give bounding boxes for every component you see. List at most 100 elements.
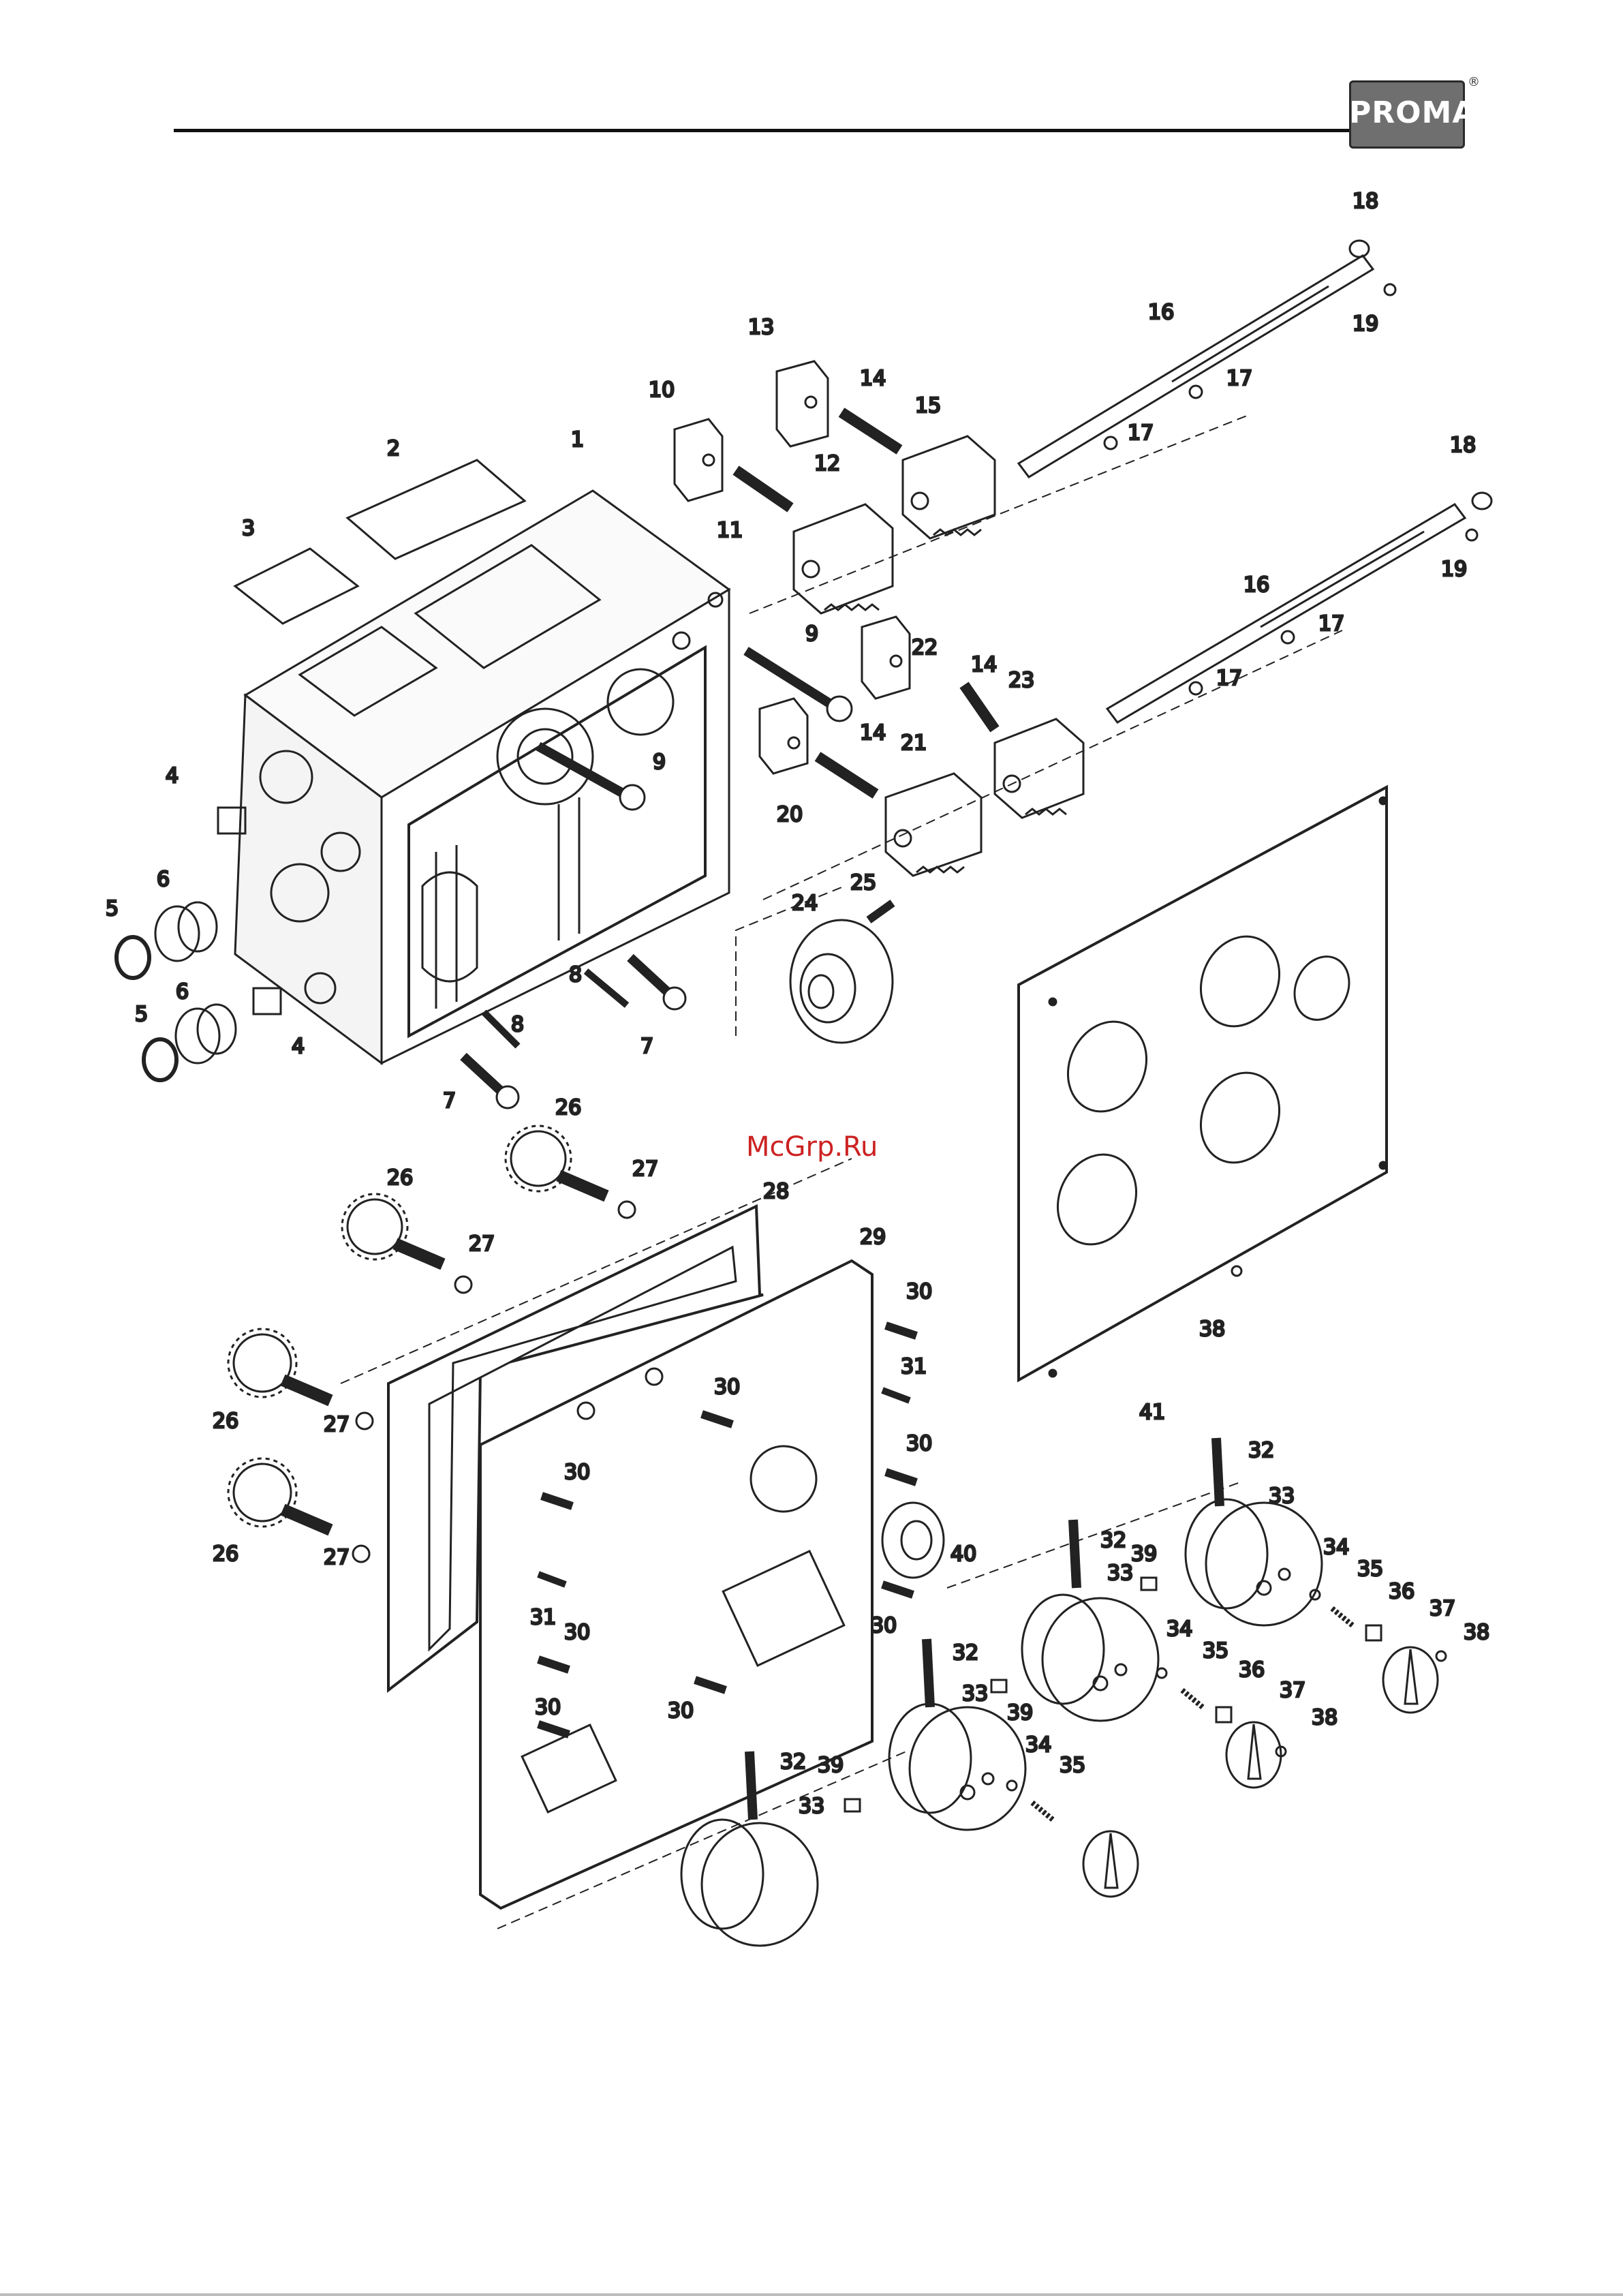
- knob-33-a: [1186, 1438, 1322, 1625]
- callout-27: 27: [324, 1413, 350, 1437]
- callout-25: 25: [850, 871, 876, 895]
- screw-38-a: [1436, 1651, 1446, 1661]
- callout-17: 17: [1318, 612, 1344, 636]
- callout-30: 30: [714, 1375, 740, 1399]
- dial-37-c: [1083, 1831, 1138, 1897]
- callout-36: 36: [1389, 1580, 1415, 1604]
- callout-7: 7: [443, 1089, 456, 1113]
- gear-26-a: [506, 1126, 606, 1196]
- callout-1: 1: [571, 428, 584, 452]
- ring-18-lower: [1472, 493, 1491, 509]
- callout-13: 13: [748, 316, 774, 339]
- callout-32: 32: [780, 1750, 806, 1774]
- washer-27-b: [455, 1276, 472, 1293]
- gear-26-d: [228, 1458, 330, 1530]
- bush-lower: [176, 1005, 236, 1063]
- callout-4: 4: [166, 764, 179, 788]
- screw-17-c: [1282, 631, 1294, 643]
- fork-block-20: [760, 699, 807, 774]
- pinion-40: [882, 1503, 944, 1578]
- callout-14: 14: [860, 367, 886, 391]
- callout-28: 28: [763, 1180, 789, 1204]
- top-cover-plate: [347, 460, 525, 559]
- callout-17: 17: [1128, 421, 1154, 445]
- callout-29: 29: [860, 1225, 886, 1249]
- screw-36-a: [1366, 1625, 1381, 1640]
- callout-14: 14: [860, 721, 886, 745]
- screw-30-a: [886, 1326, 916, 1336]
- gear-26-c: [228, 1329, 330, 1400]
- callout-27: 27: [632, 1157, 658, 1181]
- callout-30: 30: [564, 1621, 590, 1644]
- plug-39-a: [1141, 1578, 1156, 1590]
- screw-30-e: [882, 1585, 913, 1595]
- fork-block-10: [675, 419, 722, 501]
- screw-38-c: [1232, 1266, 1241, 1276]
- rack-block-15: [903, 436, 995, 538]
- callout-10: 10: [649, 378, 675, 402]
- callout-31: 31: [530, 1606, 556, 1629]
- pin-14-upper: [841, 412, 899, 450]
- callout-3: 3: [242, 517, 255, 540]
- spring-35-c: [1032, 1803, 1053, 1820]
- callout-26: 26: [555, 1096, 581, 1120]
- callout-30: 30: [668, 1699, 694, 1723]
- watermark-text: McGrp.Ru: [746, 1131, 878, 1163]
- screw-17-b: [1104, 437, 1117, 449]
- shift-rod-upper: [1019, 256, 1373, 477]
- callout-21: 21: [901, 731, 927, 755]
- ball-19-upper: [1385, 284, 1395, 295]
- o-ring-lower: [144, 1039, 176, 1080]
- callout-9: 9: [653, 750, 666, 774]
- ring-18-upper: [1350, 241, 1369, 257]
- callout-19: 19: [1352, 312, 1378, 336]
- callout-27: 27: [324, 1546, 350, 1570]
- callout-2: 2: [387, 437, 400, 461]
- dial-37-b: [1226, 1722, 1281, 1788]
- knob-33-c: [889, 1639, 1025, 1830]
- callout-27: 27: [469, 1232, 495, 1256]
- callout-38: 38: [1312, 1706, 1338, 1730]
- callout-33: 33: [962, 1682, 988, 1706]
- callout-32: 32: [1248, 1439, 1274, 1463]
- callout-24: 24: [792, 891, 818, 915]
- callout-12: 12: [814, 452, 840, 476]
- callout-20: 20: [777, 803, 803, 827]
- callout-8: 8: [569, 963, 582, 987]
- cap-screw-lower: [463, 1056, 519, 1108]
- callout-37: 37: [1429, 1597, 1455, 1621]
- rack-block-12: [794, 504, 893, 613]
- gear-26-b: [342, 1194, 443, 1264]
- pin-14-middle: [964, 685, 995, 729]
- callout-23: 23: [1008, 669, 1034, 692]
- callout-8: 8: [511, 1013, 524, 1037]
- callout-38: 38: [1464, 1621, 1489, 1644]
- callout-19: 19: [1441, 557, 1467, 581]
- fork-block-13: [777, 361, 828, 446]
- callout-30: 30: [564, 1460, 590, 1484]
- callout-34: 34: [1166, 1617, 1192, 1641]
- washer-27-d: [353, 1546, 369, 1562]
- small-cover-plate: [235, 549, 358, 624]
- callout-36: 36: [1239, 1658, 1265, 1682]
- callout-30: 30: [871, 1614, 897, 1638]
- pin-11: [736, 470, 790, 508]
- callout-34: 34: [1323, 1535, 1349, 1559]
- callout-16: 16: [1243, 573, 1269, 597]
- washer-27-a: [619, 1201, 635, 1218]
- front-panel: [1019, 787, 1387, 1380]
- washer-27-c: [356, 1413, 373, 1429]
- callout-11: 11: [717, 519, 743, 542]
- callout-39: 39: [818, 1754, 844, 1777]
- callout-16: 16: [1148, 301, 1174, 324]
- callout-18: 18: [1450, 433, 1476, 457]
- callout-5: 5: [135, 1002, 148, 1026]
- callout-26: 26: [213, 1542, 238, 1566]
- callout-39: 39: [1131, 1542, 1157, 1566]
- screw-17-d: [1190, 682, 1202, 694]
- callout-5: 5: [106, 897, 119, 921]
- callout-37: 37: [1280, 1679, 1305, 1702]
- callout-31: 31: [901, 1355, 927, 1379]
- bush-upper: [155, 902, 217, 961]
